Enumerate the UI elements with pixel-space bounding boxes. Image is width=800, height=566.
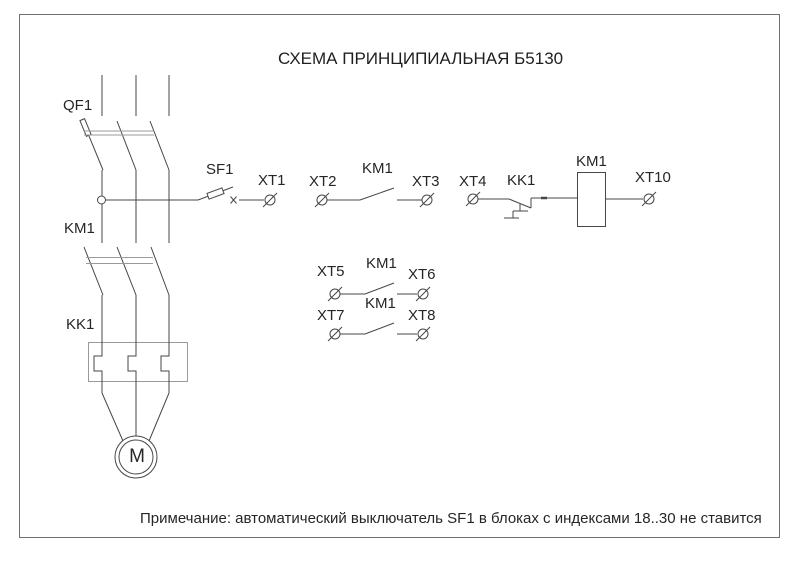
km1-aux2-contact-symbol	[327, 322, 431, 342]
xt7-label: XT7	[317, 307, 345, 324]
kk1-heater-symbol	[88, 342, 188, 393]
km1-main-contacts-symbol	[83, 246, 170, 342]
km1-ctrl-contact-symbol	[327, 187, 422, 201]
terminal-xt1-symbol	[262, 192, 278, 208]
km1-aux2-label: KM1	[365, 295, 396, 312]
km1-main-label: KM1	[64, 220, 95, 237]
supply-lines	[101, 75, 170, 116]
page-border	[19, 14, 780, 538]
xt5-label: XT5	[317, 263, 345, 280]
km1-aux1-label: KM1	[366, 255, 397, 272]
diagram-lines	[79, 75, 657, 479]
motor-feeders	[101, 392, 170, 442]
qf1-label: QF1	[63, 97, 93, 114]
phase-lines-mid	[101, 170, 170, 243]
km1-coil-symbol	[531, 172, 643, 227]
xt8-label: XT8	[408, 307, 436, 324]
terminal-xt2-symbol	[314, 192, 330, 208]
xt3-label: XT3	[412, 173, 440, 190]
xt2-label: XT2	[309, 173, 337, 190]
page-title: СХЕМА ПРИНЦИПИАЛЬНАЯ Б5130	[278, 49, 564, 68]
xt6-label: XT6	[408, 266, 436, 283]
kk1-main-label: KK1	[66, 316, 95, 333]
sf1-breaker-symbol	[197, 186, 264, 204]
terminal-xt10-symbol	[641, 191, 657, 207]
sf1-release-box	[206, 187, 225, 200]
junction-node	[97, 195, 106, 205]
qf1-release-box	[79, 118, 92, 137]
xt4-label: XT4	[459, 173, 487, 190]
km1-ctrl-label: KM1	[362, 160, 393, 177]
motor-label: M	[129, 446, 145, 467]
km1-aux1-contact-symbol	[327, 282, 431, 302]
xt10-label: XT10	[635, 169, 671, 186]
xt1-label: XT1	[258, 172, 286, 189]
note-text: Примечание: автоматический выключатель S…	[140, 510, 762, 527]
kk1-ctrl-contact-symbol	[478, 198, 532, 219]
qf1-breaker-symbol	[79, 118, 170, 171]
motor-symbol	[114, 435, 158, 479]
kk1-box	[88, 342, 188, 382]
terminal-xt4-symbol	[465, 191, 481, 207]
kk1-ctrl-label: KK1	[507, 172, 536, 189]
km1-coil-label: KM1	[576, 153, 607, 170]
terminal-xt3-symbol	[419, 192, 435, 208]
sf1-label: SF1	[206, 161, 234, 178]
